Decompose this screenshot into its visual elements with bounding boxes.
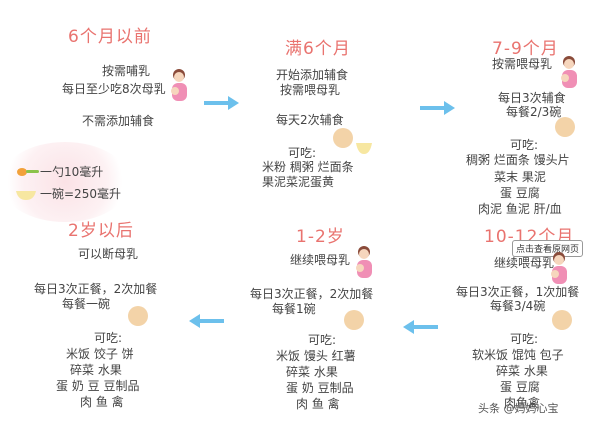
baby-icon: [128, 306, 148, 326]
stage-line: 软米饭 馄饨 包子: [472, 348, 564, 362]
stage-line: 蛋 奶 豆制品: [286, 381, 354, 395]
mother-baby-icon: [561, 56, 577, 88]
legend-background: [0, 142, 130, 222]
spoon-icon: [17, 168, 39, 176]
stage-line: 按需哺乳: [102, 64, 151, 78]
stage-line: 碎菜 水果: [286, 365, 338, 379]
stage-line: 碎菜 水果: [496, 364, 548, 378]
stage-line: 每餐3/4碗: [490, 299, 546, 313]
bowl-icon: [16, 191, 36, 200]
stage-line: 每餐一碗: [62, 297, 111, 311]
stage-line: 不需添加辅食: [82, 114, 155, 128]
stage-line: 肉 鱼 禽: [296, 397, 340, 411]
stage-line: 每天2次辅食: [276, 113, 344, 127]
stage-line: 米饭 馒头 红薯: [276, 349, 356, 363]
baby-icon: [552, 310, 572, 330]
stage-line: 每餐1碗: [272, 302, 316, 316]
view-original-tooltip[interactable]: 点击查看原网页: [512, 240, 584, 257]
stage-line: 每餐2/3碗: [506, 105, 562, 119]
arrow-left-icon: [403, 320, 438, 334]
mother-baby-icon: [171, 69, 187, 101]
stage-title-7-9-months: 7-9个月: [492, 39, 559, 59]
mother-baby-icon: [356, 246, 372, 278]
stage-line: 可以断母乳: [78, 247, 139, 261]
baby-icon: [333, 128, 353, 148]
arrow-right-icon: [204, 96, 239, 110]
stage-line: 可吃:: [94, 331, 123, 345]
legend-spoon: 一勺10毫升: [40, 165, 104, 179]
stage-line: 肉泥 鱼泥 肝/血: [478, 202, 562, 216]
arrow-left-icon: [189, 314, 224, 328]
stage-line: 开始添加辅食: [276, 68, 349, 82]
stage-line: 可吃:: [308, 333, 337, 347]
baby-icon: [344, 310, 364, 330]
stage-line: 稠粥 烂面条 馒头片: [466, 153, 570, 167]
stage-line: 按需喂母乳: [280, 83, 341, 97]
stage-line: 蛋 豆腐: [500, 380, 540, 394]
stage-line: 可吃:: [510, 138, 539, 152]
bowl-icon: [356, 143, 372, 154]
stage-title-1-2-years: 1-2岁: [296, 227, 345, 247]
stage-line: 果泥菜泥蛋黄: [262, 175, 335, 189]
stage-line: 继续喂母乳: [290, 253, 351, 267]
legend-bowl: 一碗=250毫升: [40, 187, 121, 201]
stage-line: 蛋 豆腐: [500, 186, 540, 200]
stage-line: 每日3次正餐，2次加餐: [34, 282, 158, 296]
stage-line: 每日至少吃8次母乳: [62, 82, 166, 96]
stage-line: 可吃:: [288, 146, 317, 160]
stage-line: 蛋 奶 豆 豆制品: [56, 379, 140, 393]
stage-line: 肉 鱼 禽: [80, 395, 124, 409]
stage-line: 每日3次正餐，2次加餐: [250, 287, 374, 301]
stage-line: 按需喂母乳: [492, 57, 553, 71]
stage-line: 肉鱼禽: [504, 396, 541, 410]
stage-line: 米饭 饺子 饼: [66, 347, 134, 361]
mother-baby-icon: [551, 252, 567, 284]
stage-line: 每日3次辅食: [498, 91, 566, 105]
stage-line: 米粉 稠粥 烂面条: [262, 160, 354, 174]
stage-line: 菜末 果泥: [494, 170, 546, 184]
baby-icon: [555, 117, 575, 137]
stage-title-6-months: 满6个月: [285, 39, 351, 59]
watermark: 头条 @妈妈心宝: [478, 402, 559, 415]
stage-line: 每日3次正餐，1次加餐: [456, 285, 580, 299]
stage-title-2-years-after: 2岁以后: [68, 221, 134, 241]
stage-line: 继续喂母乳: [494, 256, 555, 270]
stage-line: 碎菜 水果: [70, 363, 122, 377]
stage-line: 可吃:: [510, 332, 539, 346]
stage-title-6-months-before: 6个月以前: [68, 27, 152, 47]
arrow-right-icon: [420, 101, 455, 115]
